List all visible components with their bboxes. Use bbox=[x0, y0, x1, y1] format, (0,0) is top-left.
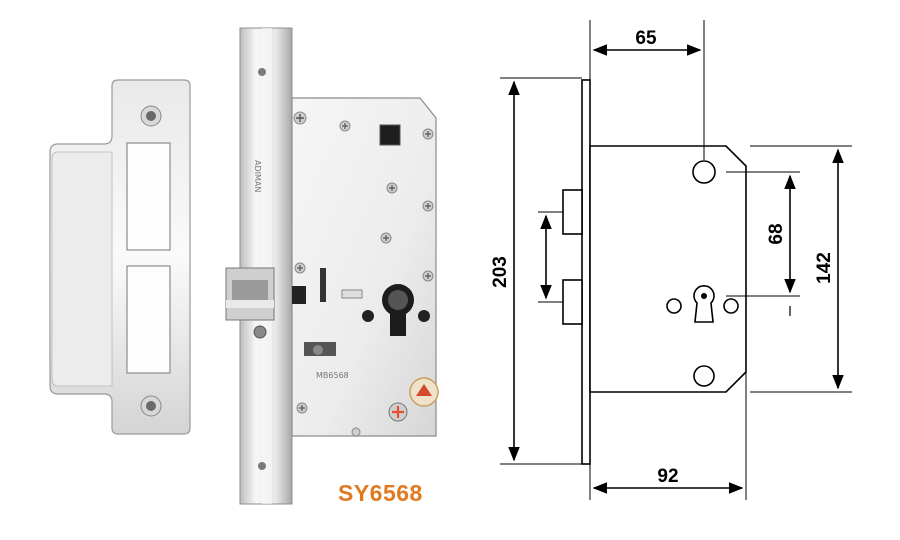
case-screw-icon bbox=[296, 402, 308, 414]
extension-lines bbox=[500, 20, 852, 500]
latch-slot bbox=[320, 268, 326, 302]
case-screw-icon bbox=[294, 262, 306, 274]
strike-plate-lip bbox=[51, 151, 113, 387]
dimension-lines bbox=[508, 44, 844, 494]
drawing-latch bbox=[562, 279, 583, 325]
strike-plate bbox=[49, 79, 191, 435]
faceplate-screw-icon bbox=[258, 462, 266, 470]
drawing-deadbolt bbox=[562, 189, 583, 235]
spindle-square bbox=[379, 124, 401, 146]
screw-hole-icon bbox=[140, 105, 162, 127]
quality-seal-icon bbox=[409, 377, 439, 407]
faceplate-screw-icon bbox=[258, 68, 266, 76]
drawing-side-hole bbox=[723, 298, 739, 314]
cylinder-cutout bbox=[382, 284, 414, 336]
drawing-faceplate bbox=[581, 79, 591, 465]
dimension-overall-height: 203 bbox=[490, 256, 511, 288]
case-screw-icon bbox=[422, 200, 434, 212]
drawing-case bbox=[589, 145, 747, 393]
lock-body: ADIMAN MB6568 bbox=[225, 27, 439, 505]
case-screw-icon bbox=[422, 270, 434, 282]
technical-drawing bbox=[500, 20, 852, 500]
cross-screw-icon bbox=[388, 402, 408, 422]
case-screw-icon bbox=[422, 128, 434, 140]
case-screw-icon bbox=[293, 111, 307, 125]
strike-slot-lower bbox=[126, 265, 171, 374]
drawing-side-hole bbox=[666, 298, 682, 314]
dimension-case-height: 142 bbox=[814, 252, 835, 284]
faceplate-engraving: ADIMAN bbox=[253, 160, 262, 192]
model-label: SY6568 bbox=[338, 480, 423, 506]
dimension-case-width: 92 bbox=[657, 466, 678, 487]
latch-slot bbox=[292, 286, 306, 304]
dimension-center-distance: 68 bbox=[766, 223, 787, 244]
body-engraving: MB6568 bbox=[316, 371, 349, 380]
drawing-keyhole bbox=[693, 285, 715, 323]
strike-slot-upper bbox=[126, 142, 171, 251]
case-screw-icon bbox=[339, 120, 351, 132]
screw-hole-icon bbox=[140, 395, 162, 417]
case-screw-icon bbox=[380, 232, 392, 244]
drawing-screw-hole bbox=[693, 365, 715, 387]
drawing-spindle-hole bbox=[692, 160, 716, 184]
case-screw-icon bbox=[386, 182, 398, 194]
dimension-backset: 65 bbox=[635, 28, 657, 49]
case-screw-icon bbox=[351, 427, 361, 437]
